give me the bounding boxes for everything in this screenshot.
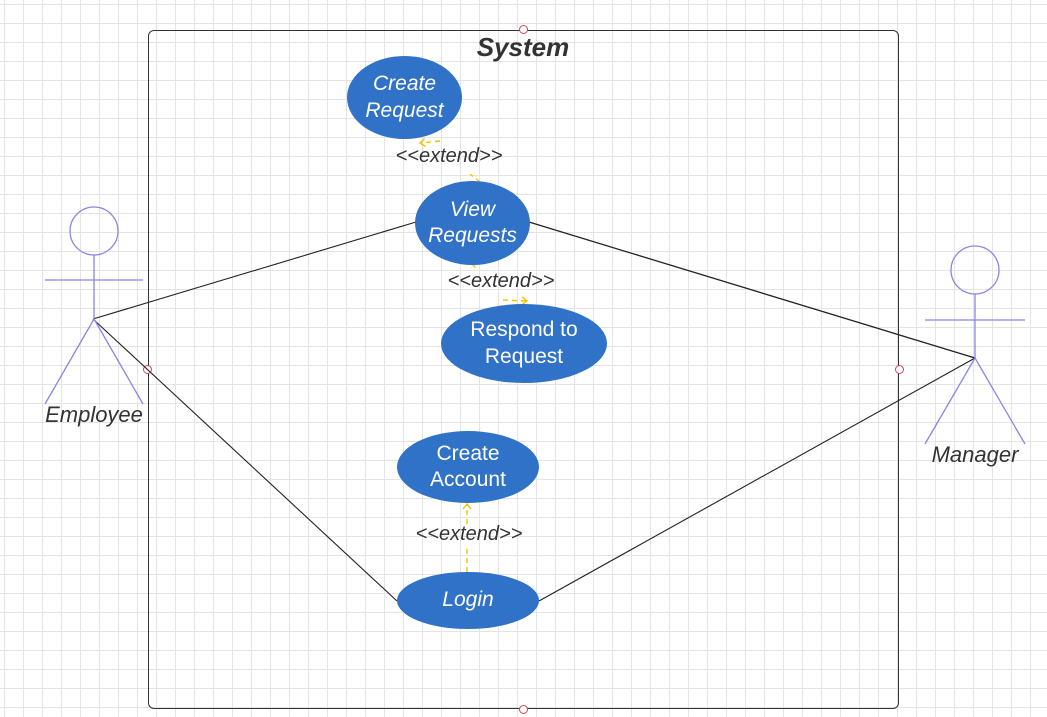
extend-arrow-view-to-respond[interactable] xyxy=(471,263,527,301)
usecase-create-account-label: Create Account xyxy=(430,441,506,491)
association-manager-view-requests[interactable] xyxy=(528,221,976,359)
extend-label-create-request: <<extend>> xyxy=(395,145,503,167)
system-title: System xyxy=(476,32,570,62)
extend-label-create-account: <<extend>> xyxy=(415,523,523,545)
manager-label: Manager xyxy=(931,442,1019,467)
boundary-handle-right[interactable] xyxy=(895,365,904,374)
boundary-handle-bottom[interactable] xyxy=(519,705,528,714)
manager-actor-icon[interactable] xyxy=(924,245,1026,445)
association-manager-login[interactable] xyxy=(538,357,976,602)
usecase-respond-to-request[interactable]: Respond to Request xyxy=(441,304,607,383)
usecase-login[interactable]: Login xyxy=(397,572,539,629)
usecase-login-label: Login xyxy=(442,588,494,612)
extend-label-respond-to-request: <<extend>> xyxy=(447,270,555,292)
usecase-create-account[interactable]: Create Account xyxy=(397,431,539,503)
employee-label: Employee xyxy=(45,402,143,427)
usecase-view-requests-label: View Requests xyxy=(428,197,517,247)
usecase-respond-to-request-label: Respond to Request xyxy=(470,318,578,368)
extend-arrow-view-to-create-request[interactable] xyxy=(420,141,481,183)
usecase-create-request-label: Create Request xyxy=(365,72,444,122)
association-employee-view-requests[interactable] xyxy=(92,221,417,320)
association-employee-login[interactable] xyxy=(92,318,398,602)
employee-actor-icon[interactable] xyxy=(44,206,144,405)
usecase-view-requests[interactable]: View Requests xyxy=(415,181,530,265)
usecase-create-request[interactable]: Create Request xyxy=(347,56,462,139)
boundary-handle-top[interactable] xyxy=(519,25,528,34)
